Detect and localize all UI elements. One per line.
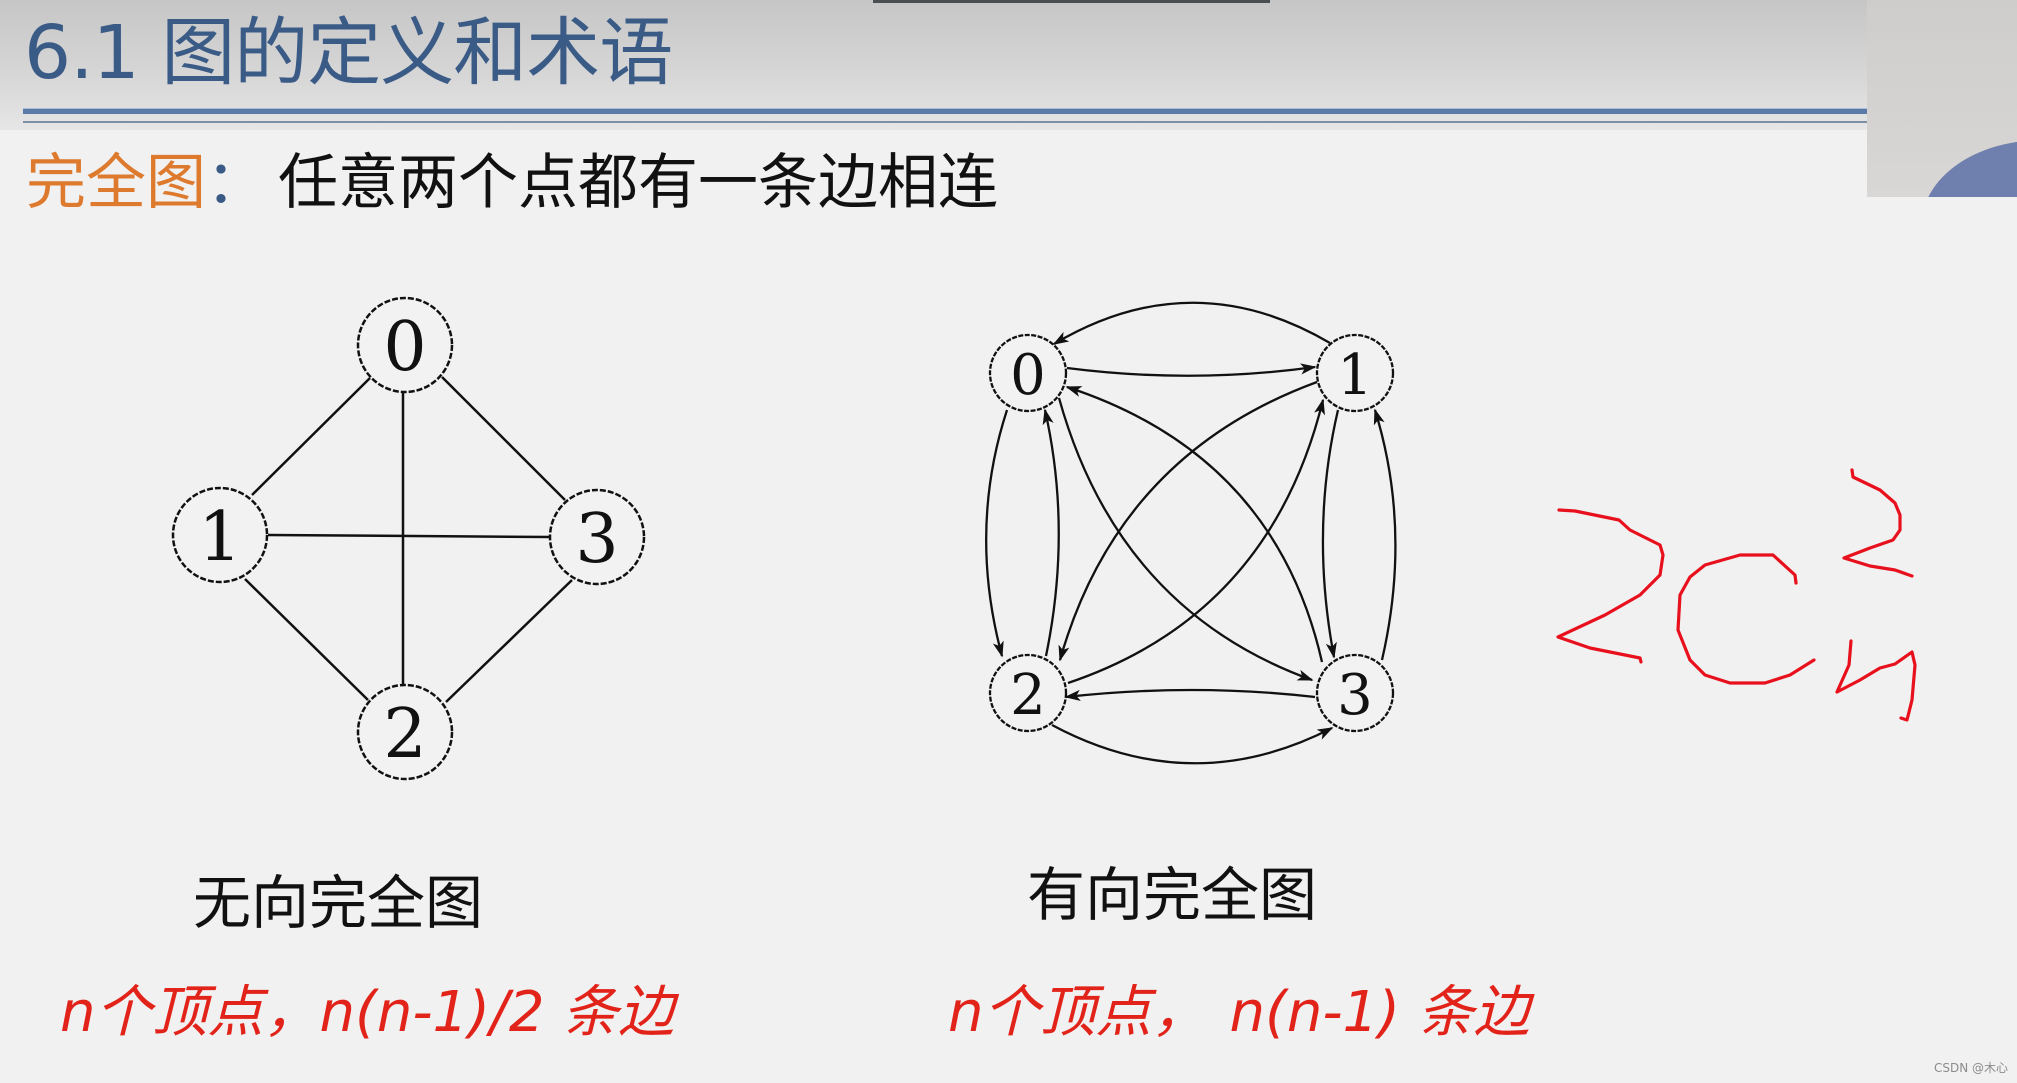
ink-superscript-2 (1842, 468, 1914, 578)
edge-3-to-1 (1373, 408, 1397, 661)
ink-digit-2 (1556, 508, 1665, 664)
ink-subscript-n (1835, 639, 1917, 722)
edge-0-to-2 (985, 409, 1009, 658)
directed-nodes: 0 1 2 3 (988, 333, 1395, 733)
directed-formula-edges: n(n-1) 条边 (1229, 980, 1530, 1045)
undirected-complete-graph (244, 376, 573, 703)
webcam-overlay (1867, 0, 2017, 197)
edge-0-1 (251, 377, 371, 496)
edge-2-to-1 (1067, 398, 1325, 685)
node-0: 0 (356, 296, 454, 394)
edge-3-to-0 (1065, 385, 1324, 663)
node-1: 1 (171, 486, 269, 584)
title-divider-thin (23, 121, 1868, 123)
definition-colon: ： (206, 148, 266, 218)
edge-3-to-2 (1064, 688, 1316, 701)
undirected-formula-vertices: n个顶点， (60, 980, 320, 1045)
handwritten-annotation (1556, 468, 1917, 722)
directed-caption: 有向完全图 (1027, 861, 1318, 929)
watermark: CSDN @木心 (1934, 1061, 2009, 1075)
node-2: 2 (356, 683, 454, 781)
definition-text: 任意两个点都有一条边相连 (278, 148, 998, 218)
dnode-3: 3 (1315, 653, 1395, 733)
node-3: 3 (548, 488, 646, 586)
edge-1-to-2 (1058, 380, 1318, 662)
edge-0-3 (441, 376, 566, 501)
slide-title: 6.1 图的定义和术语 (24, 10, 673, 96)
term-complete-graph: 完全图 (26, 148, 206, 218)
svg-text:3: 3 (575, 500, 618, 579)
edge-1-to-3 (1321, 409, 1340, 659)
edge-2-to-0 (1042, 408, 1060, 657)
edge-0-to-1 (1066, 363, 1317, 377)
edge-3-2 (445, 579, 573, 703)
title-divider-thick (23, 108, 1868, 114)
definition-line: 完全图：任意两个点都有一条边相连 (26, 148, 998, 218)
directed-formula: n个顶点， n(n-1) 条边 (948, 980, 1530, 1046)
undirected-formula: n个顶点，n(n-1)/2 条边 (60, 980, 674, 1046)
svg-text:1: 1 (198, 498, 241, 577)
svg-text:1: 1 (1337, 343, 1373, 408)
svg-text:2: 2 (1010, 663, 1046, 728)
undirected-formula-edges: n(n-1)/2 条边 (319, 980, 675, 1045)
svg-text:0: 0 (1010, 343, 1046, 408)
edge-1-3 (267, 533, 551, 539)
undirected-caption: 无向完全图 (193, 869, 484, 937)
video-progress-bar (873, 0, 1270, 3)
dnode-0: 0 (988, 333, 1068, 413)
edge-2-to-3 (1051, 723, 1334, 765)
svg-text:2: 2 (383, 695, 426, 774)
directed-formula-vertices: n个顶点， (948, 980, 1208, 1045)
ink-letter-c (1676, 553, 1816, 685)
directed-complete-graph (985, 301, 1397, 765)
svg-text:3: 3 (1337, 663, 1373, 728)
dnode-2: 2 (988, 653, 1068, 733)
edge-0-to-3 (1057, 397, 1314, 682)
dnode-1: 1 (1315, 333, 1395, 413)
edge-1-2 (244, 578, 369, 701)
edge-1-to-0 (1052, 301, 1331, 345)
undirected-nodes: 0 1 3 2 (171, 296, 646, 781)
svg-text:0: 0 (383, 308, 426, 387)
